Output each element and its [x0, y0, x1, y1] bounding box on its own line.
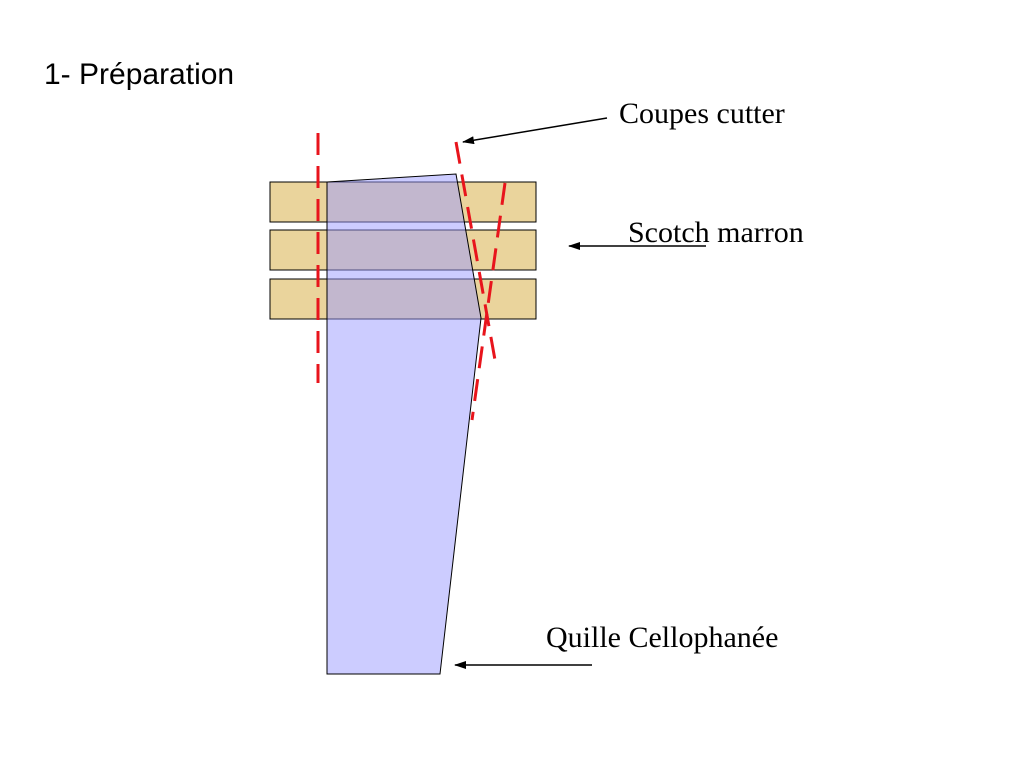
label-tape: Scotch marron — [628, 216, 804, 249]
cut-line-diagonal — [454, 141, 497, 361]
label-keel: Quille Cellophanée — [546, 621, 778, 654]
callout-arrows — [454, 117, 706, 669]
label-cuts: Coupes cutter — [619, 97, 785, 130]
arrow-cuts — [462, 117, 608, 145]
cutter-lines — [316, 133, 507, 421]
cut-line-right — [470, 182, 507, 421]
slide-title: 1- Préparation — [44, 58, 234, 91]
cellophane-keel-shape — [326, 173, 482, 675]
